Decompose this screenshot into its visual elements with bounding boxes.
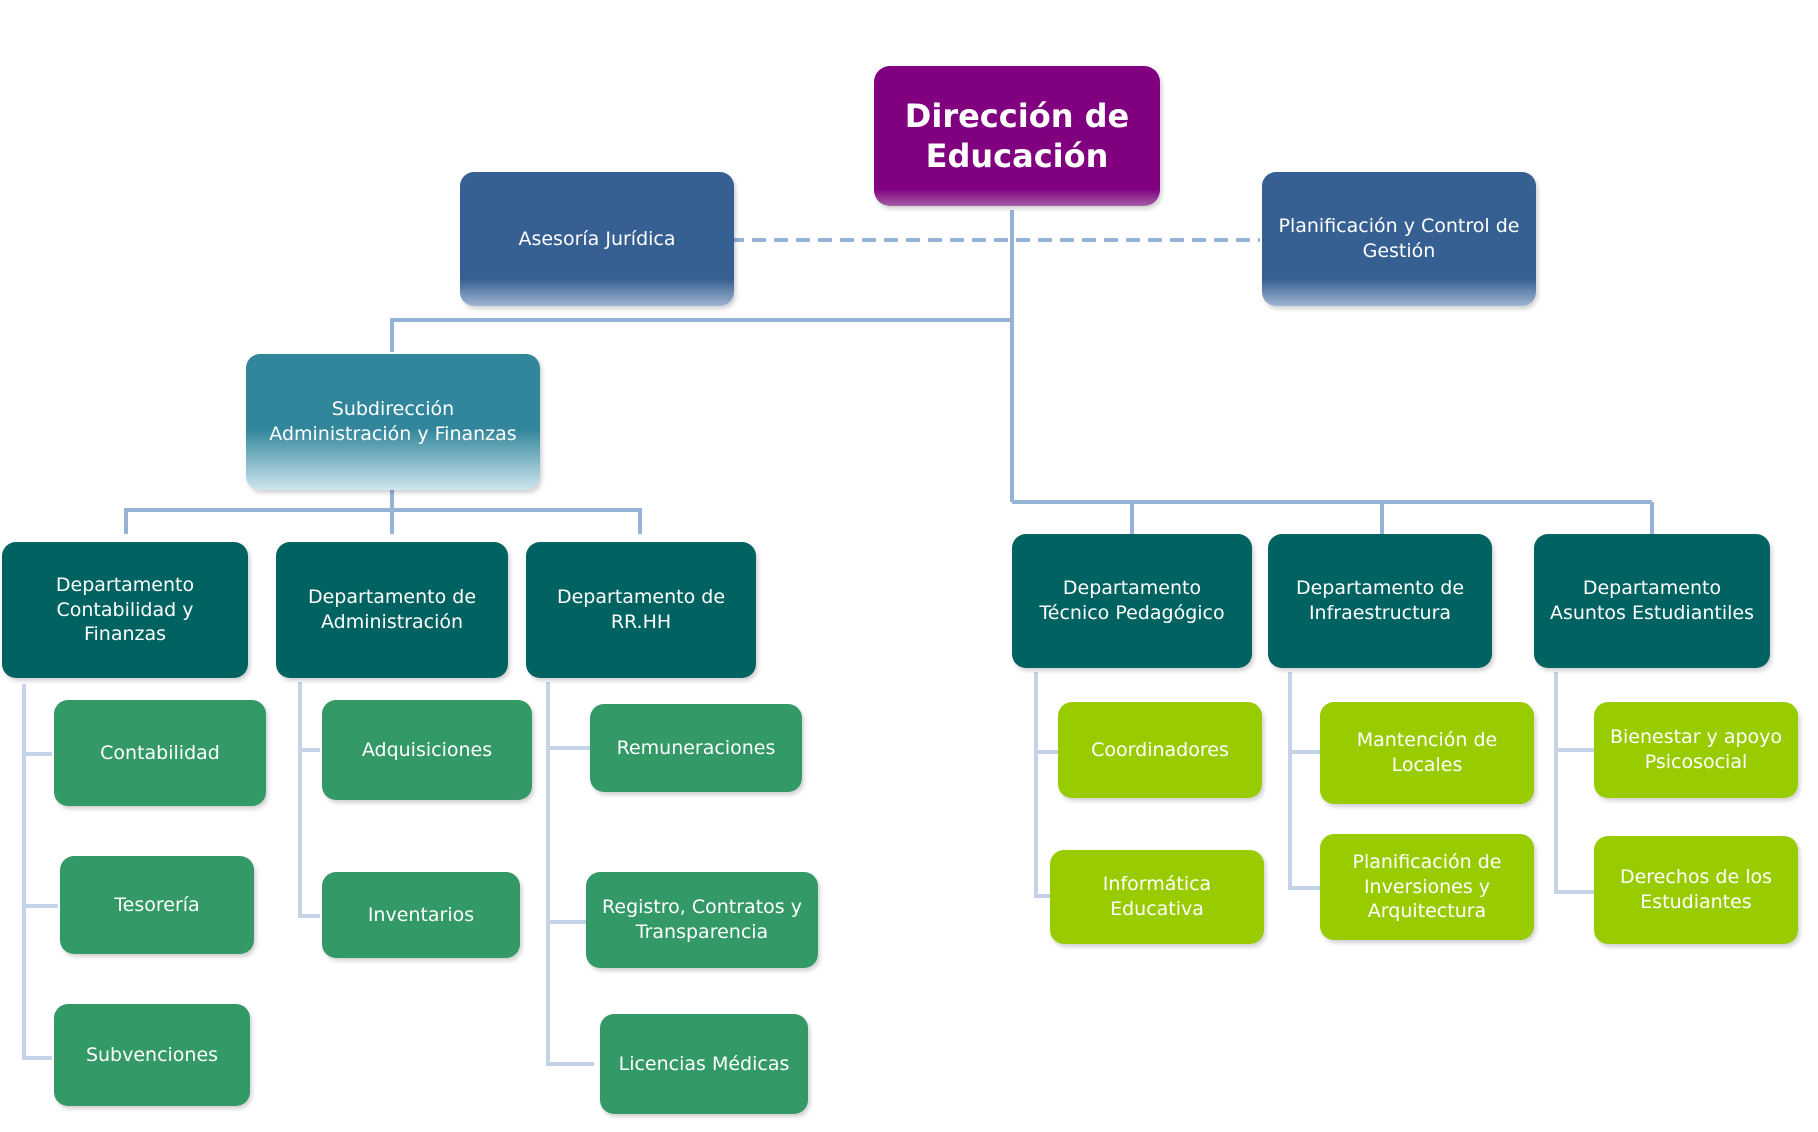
subdireccion-node: Subdirección Administración y Finanzas bbox=[246, 354, 540, 490]
node-label: Subdirección Administración y Finanzas bbox=[269, 398, 517, 445]
unit-node: Registro, Contratos y Transparencia bbox=[586, 872, 818, 968]
node-label: Departamento Técnico Pedagógico bbox=[1039, 577, 1225, 624]
unit-node: Coordinadores bbox=[1058, 702, 1262, 798]
node-label: Inventarios bbox=[367, 903, 475, 926]
connector-line bbox=[390, 318, 1012, 352]
node-label: Registro, Contratos y Transparencia bbox=[602, 896, 802, 943]
node-label: Bienestar y apoyo Psicosocial bbox=[1609, 726, 1783, 773]
department-node: Departamento Asuntos Estudiantiles bbox=[1534, 534, 1770, 668]
node-label: Departamento Asuntos Estudiantiles bbox=[1549, 577, 1754, 624]
node-label: Subvenciones bbox=[85, 1043, 219, 1066]
department-node: Departamento Contabilidad y Finanzas bbox=[2, 542, 248, 678]
node-label: Derechos de los Estudiantes bbox=[1619, 866, 1773, 913]
unit-node: Bienestar y apoyo Psicosocial bbox=[1594, 702, 1798, 798]
unit-node: Informática Educativa bbox=[1050, 850, 1264, 944]
department-node: Departamento de RR.HH bbox=[526, 542, 756, 678]
node-label: Departamento de Infraestructura bbox=[1295, 577, 1465, 624]
connector-line bbox=[22, 684, 52, 1060]
unit-node: Inventarios bbox=[322, 872, 520, 958]
node-label: Asesoría Jurídica bbox=[518, 227, 676, 250]
unit-node: Subvenciones bbox=[54, 1004, 250, 1106]
node-label: Informática Educativa bbox=[1102, 873, 1212, 920]
unit-node: Planificación de Inversiones y Arquitect… bbox=[1320, 834, 1534, 940]
connector-line bbox=[546, 682, 594, 1066]
node-label: Dirección de Educación bbox=[904, 97, 1130, 175]
top-node-direccion: Dirección de Educación bbox=[874, 66, 1160, 206]
node-label: Departamento de RR.HH bbox=[556, 586, 726, 633]
node-label: Licencias Médicas bbox=[618, 1052, 790, 1075]
unit-node: Licencias Médicas bbox=[600, 1014, 808, 1114]
connector-line bbox=[1554, 672, 1596, 894]
node-label: Planificación y Control de Gestión bbox=[1278, 215, 1520, 262]
node-label: Remuneraciones bbox=[616, 736, 776, 759]
unit-node: Mantención de Locales bbox=[1320, 702, 1534, 804]
connector-line bbox=[124, 508, 642, 534]
node-label: Planificación de Inversiones y Arquitect… bbox=[1352, 850, 1502, 923]
unit-node: Contabilidad bbox=[54, 700, 266, 806]
unit-node: Remuneraciones bbox=[590, 704, 802, 792]
unit-node: Tesorería bbox=[60, 856, 254, 954]
connector-line bbox=[298, 682, 320, 918]
node-label: Mantención de Locales bbox=[1356, 729, 1498, 776]
node-label: Coordinadores bbox=[1091, 738, 1229, 761]
department-node: Departamento de Administración bbox=[276, 542, 508, 678]
unit-node: Derechos de los Estudiantes bbox=[1594, 836, 1798, 944]
department-node: Departamento de Infraestructura bbox=[1268, 534, 1492, 668]
staff-node-planificacion: Planificación y Control de Gestión bbox=[1262, 172, 1536, 306]
node-label: Tesorería bbox=[114, 893, 200, 916]
connector-line bbox=[1288, 672, 1322, 890]
unit-node: Adquisiciones bbox=[322, 700, 532, 800]
staff-node-asesoria: Asesoría Jurídica bbox=[460, 172, 734, 306]
node-label: Contabilidad bbox=[100, 741, 220, 764]
department-node: Departamento Técnico Pedagógico bbox=[1012, 534, 1252, 668]
connector-line bbox=[1034, 672, 1052, 898]
node-label: Adquisiciones bbox=[361, 738, 493, 761]
node-label: Departamento Contabilidad y Finanzas bbox=[55, 573, 195, 646]
node-label: Departamento de Administración bbox=[307, 586, 477, 633]
